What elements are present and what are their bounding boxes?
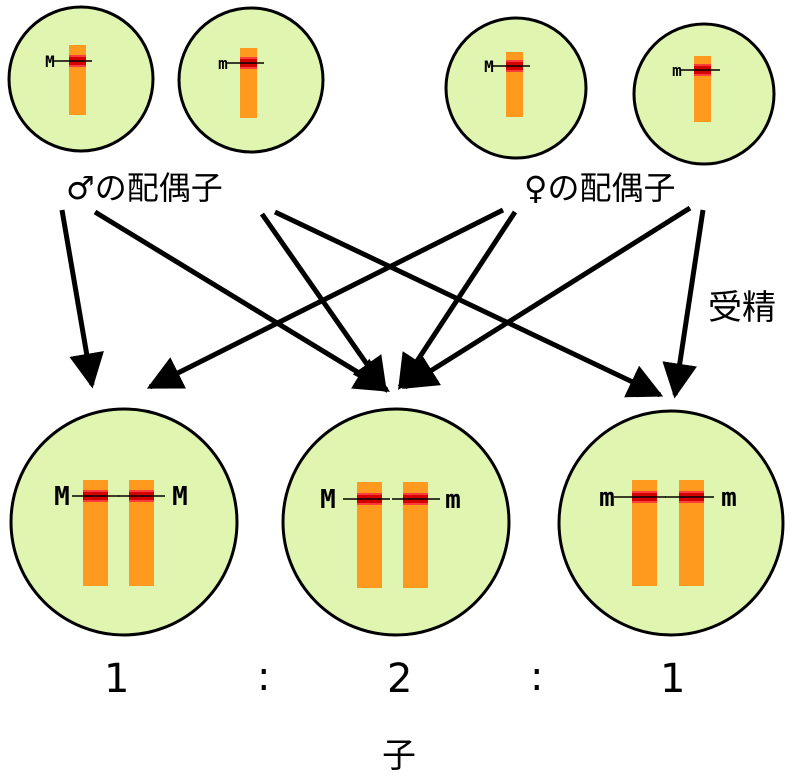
female-gamete-1-allele: M <box>484 57 494 76</box>
offspring-cell-3-allele-2: m <box>721 483 737 513</box>
arrow-female-M-to-MM <box>146 207 505 390</box>
arrow-male-M-to-MM <box>59 209 104 389</box>
ratio-separator-1: : <box>257 654 271 700</box>
ratio-value-3: 1 <box>660 656 686 702</box>
arrow-male-m-to-mm <box>273 209 664 398</box>
female-gamete-2: m <box>632 22 776 166</box>
arrow-male-M-to-Mm <box>93 209 390 393</box>
arrow-female-m-to-Mm <box>402 205 692 390</box>
offspring-label: 子 <box>382 736 416 776</box>
male-gamete-1: M <box>7 5 155 153</box>
ratio-separator-2: : <box>530 654 544 700</box>
offspring-cell-1-allele-2: M <box>172 482 188 512</box>
offspring-cell-3-allele-1: m <box>599 483 615 513</box>
offspring-cell-1-allele-1: M <box>54 482 70 512</box>
offspring-cell-2-allele-1: M <box>320 485 336 515</box>
arrow-female-M-to-Mm <box>397 210 518 390</box>
ratio-value-2: 2 <box>387 656 413 702</box>
female-gamete-2-allele: m <box>672 61 682 80</box>
fertilization-label: 受精 <box>708 288 776 328</box>
male-gametes-label: ♂の配偶子 <box>66 169 223 207</box>
female-gametes-label: ♀の配偶子 <box>524 169 676 207</box>
ratio-value-1: 1 <box>104 656 130 702</box>
offspring-cell-2-body <box>281 407 511 637</box>
offspring-cell-2-allele-2: m <box>445 485 461 515</box>
arrow-female-m-to-mm <box>662 209 706 399</box>
offspring-cell-3-body <box>557 409 785 637</box>
offspring-cell-1-body <box>9 407 239 637</box>
male-gamete-1-allele: M <box>45 52 55 71</box>
male-gamete-2: m <box>177 6 325 154</box>
female-gamete-1: M <box>444 16 588 160</box>
male-gamete-2-allele: m <box>218 54 228 73</box>
